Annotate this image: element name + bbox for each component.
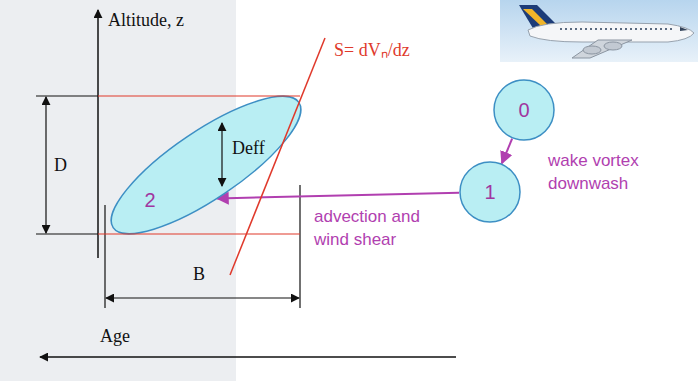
extension-line bbox=[104, 205, 105, 308]
axis-label: Altitude, z bbox=[108, 10, 184, 31]
dimension-label: B bbox=[193, 264, 205, 285]
engine bbox=[583, 46, 601, 54]
extension-line bbox=[98, 95, 300, 96]
edge-label: advection and wind shear bbox=[314, 206, 436, 252]
circle-outline bbox=[494, 80, 554, 140]
fuselage bbox=[528, 22, 694, 42]
dimension-line bbox=[106, 297, 299, 298]
dimension-line bbox=[221, 123, 222, 186]
vortex-circle: 1 bbox=[459, 161, 521, 223]
vortex-circle: 0 bbox=[493, 79, 555, 141]
sky-photo bbox=[500, 0, 698, 62]
windows bbox=[560, 28, 672, 30]
wing bbox=[572, 40, 632, 58]
dimension-label: Deff bbox=[232, 138, 265, 159]
extension-line bbox=[98, 233, 300, 234]
shear-label: S= dVₙ/dz bbox=[334, 40, 410, 61]
ellipse-outline bbox=[94, 74, 318, 256]
age-axis bbox=[40, 356, 456, 358]
edge-label: wake vortex downwash bbox=[548, 150, 666, 196]
extension-line bbox=[36, 233, 98, 234]
cockpit bbox=[680, 27, 688, 31]
extension-line bbox=[36, 95, 98, 96]
state-number: 0 bbox=[518, 99, 529, 122]
motion-arrow bbox=[502, 139, 512, 164]
motion-arrow bbox=[217, 193, 459, 199]
shear-line bbox=[230, 38, 325, 275]
state-number: 1 bbox=[484, 181, 495, 204]
tail-stripe bbox=[523, 9, 547, 26]
node-outline bbox=[106, 90, 306, 240]
state-number: 2 bbox=[145, 189, 156, 212]
extension-line bbox=[299, 185, 300, 308]
circle-outline bbox=[460, 162, 520, 222]
engine bbox=[604, 42, 622, 50]
axis-label: Age bbox=[100, 326, 130, 347]
altitude-axis bbox=[97, 10, 99, 258]
dimension-line bbox=[45, 97, 46, 233]
dimension-label: D bbox=[54, 155, 67, 176]
contrail-ellipse: 2 bbox=[106, 90, 306, 240]
